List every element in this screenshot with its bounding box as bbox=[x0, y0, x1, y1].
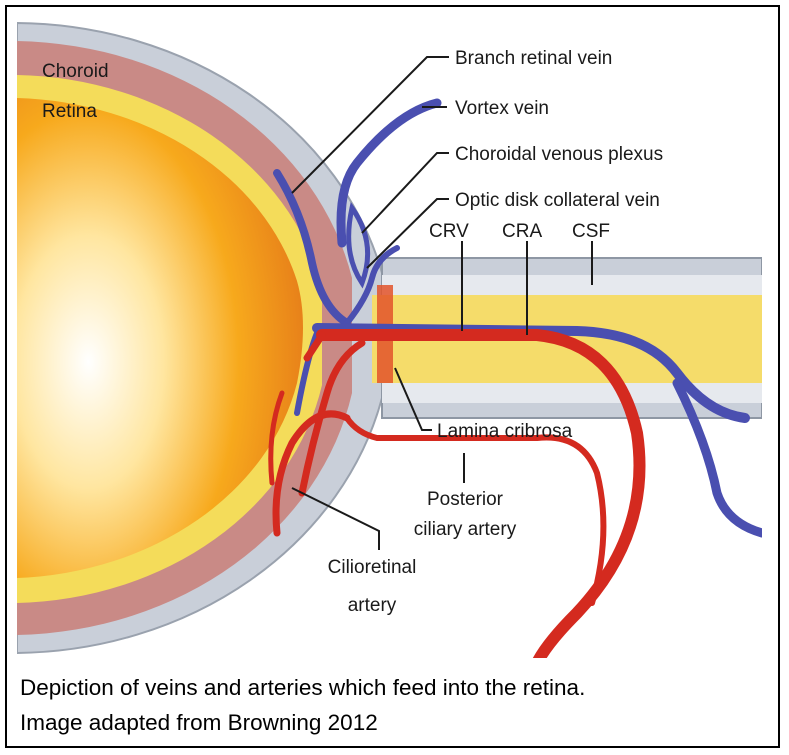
caption-line-1: Depiction of veins and arteries which fe… bbox=[20, 670, 780, 705]
posterior-ciliary-label-1: Posterior bbox=[427, 489, 504, 510]
choroidal-venous-plexus-label: Choroidal venous plexus bbox=[455, 144, 663, 165]
cilioretinal-label-2: artery bbox=[348, 595, 397, 616]
lamina-cribrosa-label: Lamina cribrosa bbox=[437, 421, 573, 442]
branch-retinal-vein-label: Branch retinal vein bbox=[455, 48, 612, 69]
csf-label: CSF bbox=[572, 221, 610, 242]
figure-caption: Depiction of veins and arteries which fe… bbox=[20, 670, 780, 740]
vortex-vein-label: Vortex vein bbox=[455, 98, 549, 119]
eye-vascular-diagram: Choroid Retina Branch retinal vein Vorte… bbox=[17, 13, 762, 658]
retina-label: Retina bbox=[42, 101, 97, 122]
caption-line-2: Image adapted from Browning 2012 bbox=[20, 705, 780, 740]
cilioretinal-label-1: Cilioretinal bbox=[328, 557, 417, 578]
crv-label: CRV bbox=[429, 221, 469, 242]
choroid-label: Choroid bbox=[42, 61, 109, 82]
nerve-csf-top bbox=[382, 275, 762, 295]
optic-disk-collateral-vein-label: Optic disk collateral vein bbox=[455, 190, 660, 211]
posterior-ciliary-label-2: ciliary artery bbox=[414, 519, 517, 540]
cra-label: CRA bbox=[502, 221, 542, 242]
